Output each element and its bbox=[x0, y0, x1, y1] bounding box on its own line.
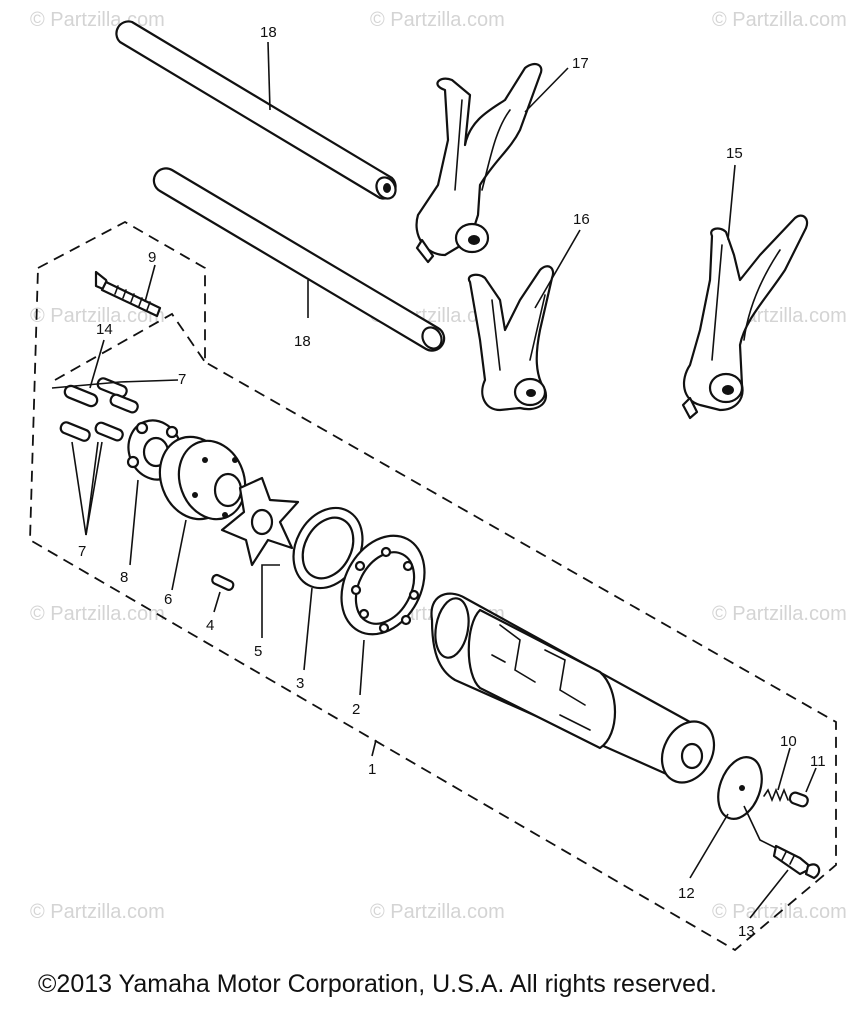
callout-7-upper: 7 bbox=[178, 371, 186, 388]
callout-11: 11 bbox=[810, 753, 826, 770]
callout-12: 12 bbox=[678, 885, 695, 902]
watermark: © Partzilla.com bbox=[712, 9, 847, 31]
sub-group-outline bbox=[54, 312, 206, 381]
watermark: © Partzilla.com bbox=[370, 901, 505, 923]
spring-10 bbox=[763, 787, 789, 803]
watermark: © Partzilla.com bbox=[30, 901, 165, 923]
bearing-2 bbox=[340, 534, 426, 636]
callout-18-upper: 18 bbox=[260, 24, 277, 41]
callout-5: 5 bbox=[254, 643, 262, 660]
watermark: © Partzilla.com bbox=[370, 9, 505, 31]
watermark: © Partzilla.com bbox=[30, 305, 165, 327]
callout-8: 8 bbox=[120, 569, 128, 586]
callout-6: 6 bbox=[164, 591, 172, 608]
callout-17: 17 bbox=[572, 55, 589, 72]
watermark: © Partzilla.com bbox=[712, 603, 847, 625]
callout-labels: 18 17 15 16 9 18 14 7 7 8 6 4 5 3 2 1 10… bbox=[78, 24, 826, 940]
callout-9: 9 bbox=[148, 249, 156, 266]
shift-fork-16 bbox=[467, 265, 555, 412]
callout-13: 13 bbox=[738, 923, 755, 940]
watermark: © Partzilla.com bbox=[30, 9, 165, 31]
assembly-outline bbox=[29, 220, 837, 952]
callout-2: 2 bbox=[352, 701, 360, 718]
callout-18-lower: 18 bbox=[294, 333, 311, 350]
washer-3 bbox=[292, 506, 364, 590]
leader-lines bbox=[51, 41, 817, 919]
pin-11 bbox=[788, 791, 809, 808]
shift-rod-lower bbox=[152, 167, 446, 352]
callout-15: 15 bbox=[726, 145, 743, 162]
watermark: © Partzilla.com bbox=[30, 603, 165, 625]
screw-9 bbox=[94, 270, 162, 318]
copyright-notice: ©2013 Yamaha Motor Corporation, U.S.A. A… bbox=[38, 970, 717, 998]
shift-fork-17 bbox=[415, 62, 543, 264]
shift-drum-cam-6 bbox=[158, 435, 247, 521]
callout-14: 14 bbox=[96, 321, 113, 338]
callout-4: 4 bbox=[206, 617, 214, 634]
plate-12 bbox=[717, 756, 763, 820]
shift-drum bbox=[430, 592, 716, 784]
star-plate-5 bbox=[220, 476, 300, 567]
screw-13 bbox=[772, 844, 821, 880]
shift-fork-15 bbox=[681, 214, 809, 420]
callout-16: 16 bbox=[573, 211, 590, 228]
callout-10: 10 bbox=[780, 733, 797, 750]
pin-4 bbox=[211, 573, 235, 591]
callout-3: 3 bbox=[296, 675, 304, 692]
callout-1: 1 bbox=[368, 761, 376, 778]
shift-rod-upper bbox=[115, 20, 397, 200]
callout-7-lower: 7 bbox=[78, 543, 86, 560]
